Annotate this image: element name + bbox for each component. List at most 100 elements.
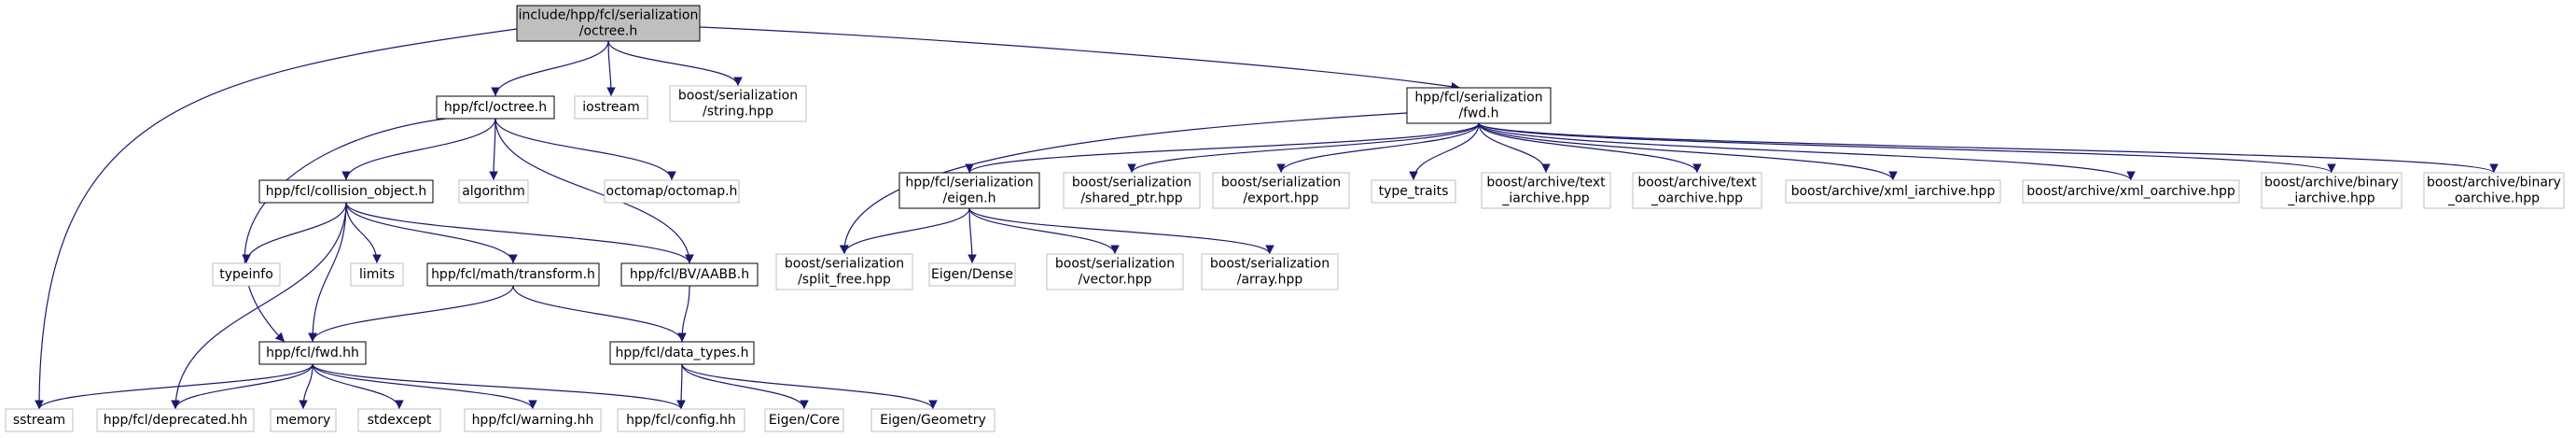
- node-label: hpp/fcl/data_types.h: [615, 346, 748, 360]
- node-label: octomap/octomap.h: [606, 184, 738, 199]
- edge-fcl-fwd-to-warning: [312, 363, 537, 410]
- node-text-oarchive: boost/archive/text_oarchive.hpp: [1632, 172, 1762, 209]
- node-label: boost/archive/xml_iarchive.hpp: [1791, 184, 1996, 199]
- node-split-free: boost/serialization/split_free.hpp: [775, 253, 913, 290]
- node-label: hpp/fcl/serialization: [1414, 91, 1542, 106]
- node-label: boost/serialization: [785, 257, 904, 272]
- edge-ser-fwd-to-binary-iarchive: [1478, 122, 2336, 174]
- node-label: /export.hpp: [1243, 191, 1318, 206]
- edge-collision-object-to-aabb: [345, 202, 694, 264]
- node-label: boost/archive/binary: [2427, 176, 2561, 191]
- node-box: [1406, 87, 1552, 124]
- node-eigen-geometry: Eigen/Geometry: [870, 408, 996, 432]
- edge-fcl-fwd-to-stdexcept: [312, 363, 404, 410]
- edge-transform-to-fcl-fwd: [308, 285, 514, 343]
- node-box: [516, 5, 701, 42]
- edge-fcl-fwd-to-config: [312, 363, 686, 410]
- node-aabb[interactable]: hpp/fcl/BV/AABB.h: [620, 262, 759, 287]
- node-export-hpp: boost/serialization/export.hpp: [1212, 172, 1350, 209]
- node-label: hpp/fcl/serialization: [905, 176, 1033, 191]
- node-label: hpp/fcl/math/transform.h: [431, 267, 595, 282]
- node-string-hpp: boost/serialization/string.hpp: [669, 85, 807, 122]
- edge-root-to-sstream: [35, 28, 518, 410]
- edge-ser-eigen-to-eigen-dense: [968, 207, 977, 264]
- node-box: [258, 179, 434, 204]
- edge-collision-object-to-deprecated: [171, 202, 347, 410]
- node-label: _iarchive.hpp: [1501, 191, 1589, 206]
- node-stdexcept: stdexcept: [357, 408, 441, 432]
- node-label: hpp/fcl/warning.hh: [472, 413, 594, 428]
- node-label: _oarchive.hpp: [1650, 191, 1743, 206]
- node-label: hpp/fcl/BV/AABB.h: [630, 267, 749, 282]
- node-box: [436, 95, 555, 120]
- node-memory: memory: [270, 408, 337, 432]
- node-collision-object[interactable]: hpp/fcl/collision_object.h: [258, 179, 434, 204]
- node-eigen-dense: Eigen/Dense: [928, 262, 1016, 287]
- edge-root-to-iostream: [606, 40, 616, 97]
- node-box: [870, 408, 996, 432]
- node-box: [1481, 172, 1611, 209]
- edge-ser-fwd-to-xml-iarchive: [1478, 122, 1898, 181]
- edge-fcl-fwd-to-memory: [299, 363, 313, 410]
- node-label: sstream: [13, 413, 65, 428]
- node-binary-oarchive: boost/archive/binary_oarchive.hpp: [2423, 172, 2565, 209]
- node-fcl-fwd[interactable]: hpp/fcl/fwd.hh: [258, 341, 367, 365]
- node-label: hpp/fcl/collision_object.h: [266, 184, 427, 199]
- node-box: [1063, 172, 1201, 209]
- node-array-hpp: boost/serialization/array.hpp: [1201, 253, 1339, 290]
- node-box: [764, 408, 844, 432]
- edge-octree-to-algorithm: [489, 118, 498, 181]
- node-label: boost/serialization: [1072, 176, 1191, 191]
- node-label: hpp/fcl/octree.h: [444, 100, 547, 115]
- node-ser-eigen[interactable]: hpp/fcl/serialization/eigen.h: [898, 172, 1040, 209]
- node-label: /fwd.h: [1458, 106, 1498, 121]
- node-box: [350, 262, 404, 287]
- node-data-types[interactable]: hpp/fcl/data_types.h: [609, 341, 755, 365]
- node-box: [357, 408, 441, 432]
- node-box: [604, 179, 740, 204]
- node-label: /eigen.h: [943, 191, 996, 206]
- node-iostream: iostream: [574, 95, 648, 120]
- node-label: /vector.hpp: [1079, 273, 1152, 288]
- node-ser-fwd[interactable]: hpp/fcl/serialization/fwd.h: [1406, 87, 1552, 124]
- node-label: _oarchive.hpp: [2447, 191, 2540, 206]
- node-label: iostream: [582, 100, 640, 115]
- node-label: /octree.h: [579, 24, 637, 39]
- node-label: limits: [359, 267, 395, 282]
- node-xml-iarchive: boost/archive/xml_iarchive.hpp: [1785, 179, 2001, 204]
- node-label: boost/archive/binary: [2264, 176, 2399, 191]
- node-label: hpp/fcl/fwd.hh: [266, 346, 359, 360]
- node-octree[interactable]: hpp/fcl/octree.h: [436, 95, 555, 120]
- node-label: boost/serialization: [678, 89, 798, 104]
- edge-octree-to-octomap: [494, 118, 676, 181]
- edge-ser-eigen-to-vector-hpp: [968, 207, 1120, 255]
- node-box: [1212, 172, 1350, 209]
- node-box: [426, 262, 600, 287]
- edge-octree-to-aabb: [494, 118, 694, 264]
- node-box: [898, 172, 1040, 209]
- edge-root-to-string-hpp: [607, 40, 743, 87]
- node-box: [609, 341, 755, 365]
- node-box: [1632, 172, 1762, 209]
- edge-data-types-to-eigen-geometry: [681, 363, 938, 410]
- edge-ser-fwd-to-type-traits: [1409, 122, 1480, 181]
- node-box: [928, 262, 1016, 287]
- node-box: [1371, 179, 1456, 204]
- node-label: boost/serialization: [1221, 176, 1341, 191]
- node-layer: include/hpp/fcl/serialization/octree.hhp…: [5, 5, 2565, 432]
- edge-collision-object-to-transform: [345, 202, 518, 264]
- edge-layer: [35, 26, 2499, 410]
- edge-ser-fwd-to-text-oarchive: [1478, 122, 1702, 174]
- node-label: algorithm: [462, 184, 525, 199]
- node-label: memory: [276, 413, 331, 428]
- node-label: /split_free.hpp: [798, 273, 891, 288]
- node-label: Eigen/Geometry: [880, 413, 986, 428]
- node-label: /array.hpp: [1237, 273, 1303, 288]
- edge-ser-eigen-to-array-hpp: [968, 207, 1274, 255]
- node-label: type_traits: [1379, 184, 1449, 199]
- node-transform[interactable]: hpp/fcl/math/transform.h: [426, 262, 600, 287]
- node-box: [2423, 172, 2565, 209]
- edge-fcl-fwd-to-deprecated: [171, 363, 313, 410]
- node-box: [5, 408, 74, 432]
